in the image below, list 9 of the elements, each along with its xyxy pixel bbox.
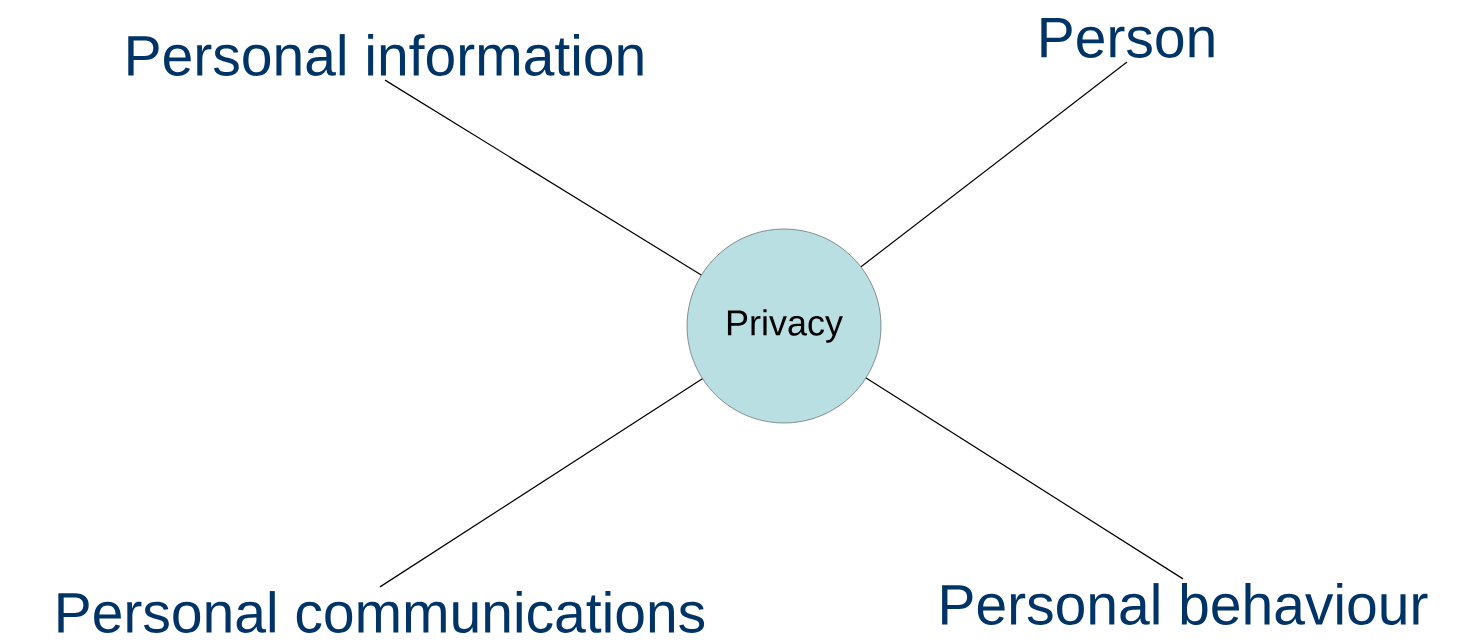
- topic-label: Personal communications: [58, 591, 705, 633]
- connector-line: [860, 61, 1128, 268]
- connector-line: [379, 378, 703, 588]
- circle-node: Privacy: [686, 228, 882, 424]
- topic-label: Personal information: [128, 34, 643, 76]
- connector-line: [384, 79, 702, 276]
- connector-line: [865, 377, 1184, 580]
- topic-label: Personal behaviour: [942, 583, 1428, 625]
- topic-label: Person: [1041, 18, 1214, 58]
